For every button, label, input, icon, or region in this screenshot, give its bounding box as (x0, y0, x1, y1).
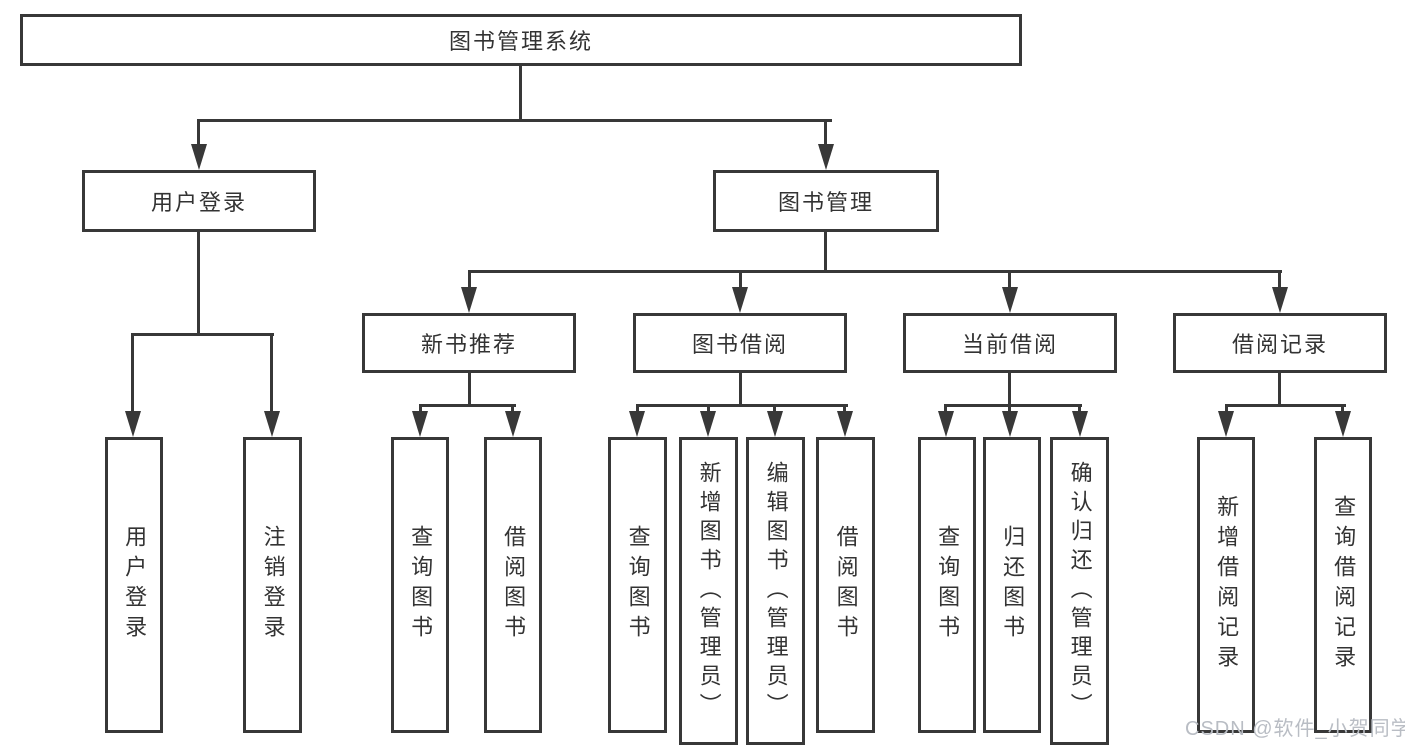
connector-line (197, 230, 200, 336)
connector-line (843, 404, 846, 413)
watermark-text: CSDN @软件_小贺同学 (1185, 718, 1405, 740)
connector-line (270, 333, 273, 413)
leaf-cb-query-books: 查询图书 (918, 437, 976, 733)
arrow-down-icon (412, 411, 428, 437)
connector-line (944, 404, 947, 413)
node-label: 注销登录 (260, 525, 286, 645)
arrow-down-icon (767, 411, 783, 437)
node-new-book-recommend: 新书推荐 (362, 313, 576, 373)
connector-line (1078, 404, 1081, 413)
connector-line (824, 119, 827, 146)
node-label: 归还图书 (1000, 525, 1026, 645)
leaf-bb-add-books-admin: 新增图书（管理员） (679, 437, 738, 745)
connector-line (468, 270, 471, 289)
connector-line (1225, 404, 1228, 413)
connector-line (773, 404, 776, 413)
node-label: 查询图书 (408, 525, 434, 645)
connector-line (511, 404, 514, 413)
node-label: 图书借阅 (691, 332, 788, 357)
connector-line (419, 404, 422, 413)
connector-line (1341, 404, 1344, 413)
arrow-down-icon (818, 144, 834, 170)
leaf-bb-query-books: 查询图书 (608, 437, 667, 733)
leaf-br-add-record: 新增借阅记录 (1197, 437, 1255, 733)
arrow-down-icon (1002, 411, 1018, 437)
leaf-bb-borrow-books: 借阅图书 (816, 437, 875, 733)
node-label: 用户登录 (122, 525, 148, 645)
node-label: 查询借阅记录 (1331, 495, 1357, 675)
node-label: 确认归还（管理员） (1067, 460, 1093, 722)
connector-line (824, 230, 827, 273)
connector-line (636, 404, 639, 413)
node-label: 借阅图书 (501, 525, 527, 645)
connector-line (198, 119, 832, 122)
node-label: 查询图书 (625, 525, 651, 645)
arrow-down-icon (1072, 411, 1088, 437)
connector-line (519, 64, 522, 121)
arrow-down-icon (1335, 411, 1351, 437)
arrow-down-icon (1218, 411, 1234, 437)
connector-line (419, 404, 516, 407)
arrow-down-icon (1272, 287, 1288, 313)
node-user-login-branch: 用户登录 (82, 170, 316, 232)
leaf-br-query-record: 查询借阅记录 (1314, 437, 1372, 733)
arrow-down-icon (191, 144, 207, 170)
arrow-down-icon (461, 287, 477, 313)
arrow-down-icon (505, 411, 521, 437)
leaf-bb-edit-books-admin: 编辑图书（管理员） (746, 437, 805, 745)
leaf-nbr-borrow-books: 借阅图书 (484, 437, 542, 733)
leaf-nbr-query-books: 查询图书 (391, 437, 449, 733)
node-label: 新增图书（管理员） (696, 460, 722, 722)
node-label: 借阅记录 (1231, 332, 1328, 357)
leaf-cb-return-books: 归还图书 (983, 437, 1041, 733)
node-label: 当前借阅 (961, 332, 1058, 357)
connector-line (1278, 371, 1281, 407)
node-current-borrow: 当前借阅 (903, 313, 1117, 373)
node-label: 图书管理系统 (448, 29, 593, 54)
node-label: 新书推荐 (420, 332, 517, 357)
connector-line (739, 371, 742, 407)
connector-line (468, 270, 1282, 273)
connector-line (1008, 404, 1011, 413)
arrow-down-icon (938, 411, 954, 437)
connector-line (197, 119, 200, 146)
arrow-down-icon (700, 411, 716, 437)
node-label: 借阅图书 (833, 525, 859, 645)
connector-line (739, 270, 742, 289)
arrow-down-icon (125, 411, 141, 437)
arrow-down-icon (264, 411, 280, 437)
node-label: 用户登录 (150, 190, 247, 215)
connector-line (131, 333, 134, 413)
node-root: 图书管理系统 (20, 14, 1022, 66)
connector-line (1278, 270, 1281, 289)
arrow-down-icon (732, 287, 748, 313)
arrow-down-icon (837, 411, 853, 437)
leaf-user-login: 用户登录 (105, 437, 163, 733)
arrow-down-icon (629, 411, 645, 437)
connector-line (1225, 404, 1346, 407)
connector-line (1008, 270, 1011, 289)
node-label: 编辑图书（管理员） (763, 460, 789, 722)
connector-line (1008, 371, 1011, 407)
connector-line (468, 371, 471, 407)
node-label: 查询图书 (935, 525, 961, 645)
arrow-down-icon (1002, 287, 1018, 313)
node-book-management-branch: 图书管理 (713, 170, 939, 232)
connector-line (944, 404, 1082, 407)
connector-line (636, 404, 848, 407)
connector-line (132, 333, 274, 336)
node-label: 新增借阅记录 (1214, 495, 1240, 675)
node-book-borrow: 图书借阅 (633, 313, 847, 373)
node-borrow-records: 借阅记录 (1173, 313, 1387, 373)
node-label: 图书管理 (777, 190, 874, 215)
leaf-cb-confirm-return-admin: 确认归还（管理员） (1050, 437, 1109, 745)
leaf-logout: 注销登录 (243, 437, 302, 733)
connector-line (707, 404, 710, 413)
